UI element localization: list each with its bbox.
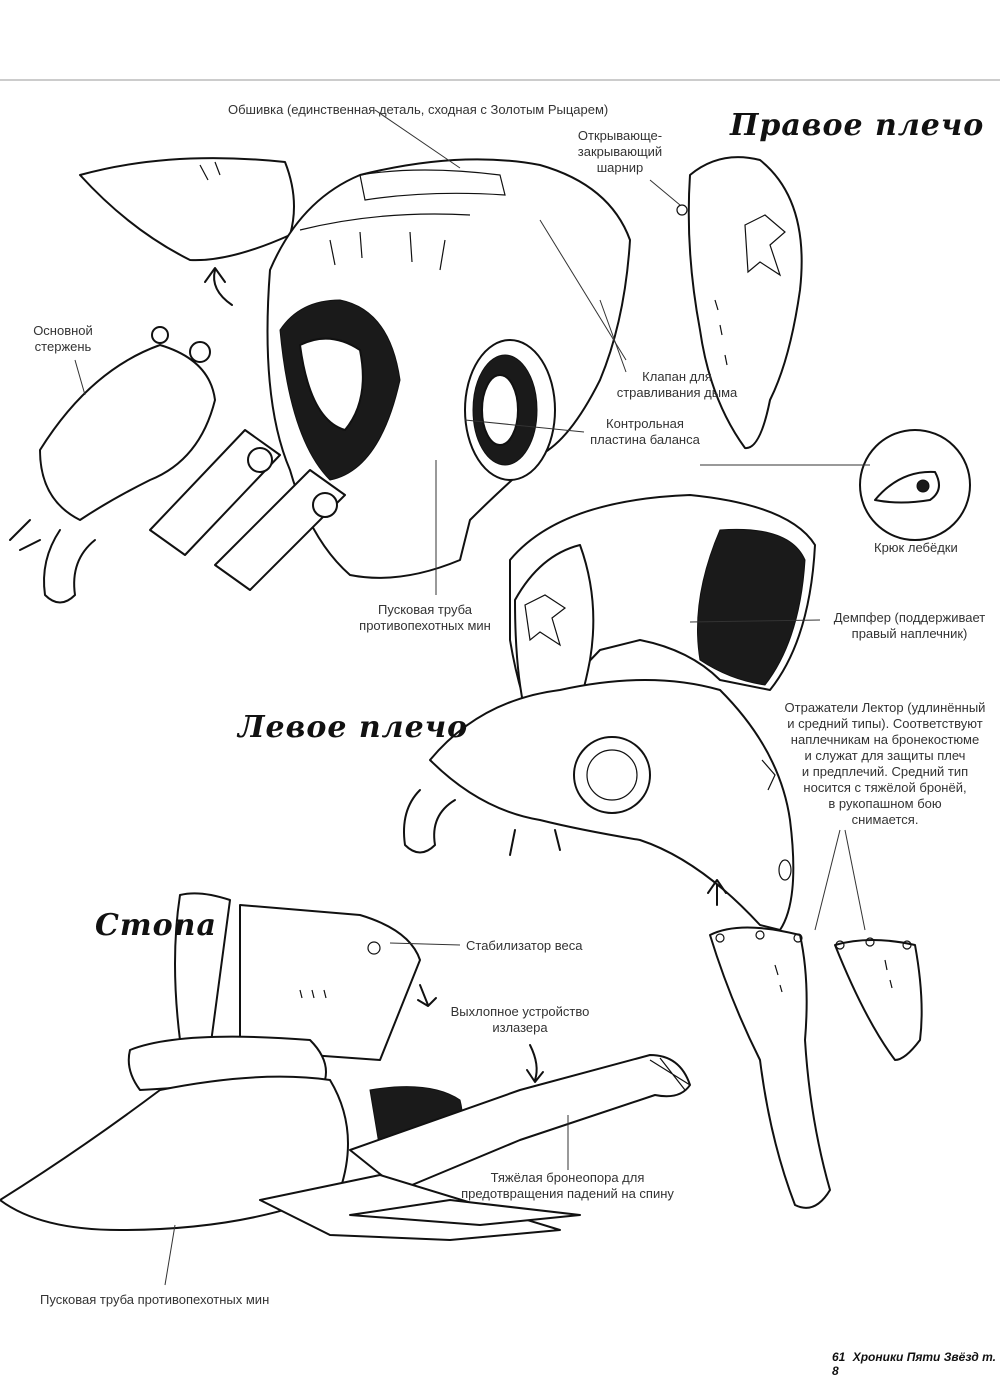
right-shoulder-assembly-drawing	[403, 494, 816, 931]
right-shoulder-plate-drawing	[676, 156, 803, 450]
series-title: Хроники Пяти Звёзд т. 8	[832, 1350, 996, 1378]
label-skin: Обшивка (единственная деталь, сходная с …	[228, 102, 609, 117]
label-main-rod: Основной стержень	[33, 323, 93, 354]
winch-hook-inset	[859, 429, 971, 541]
left-shoulder-armor-drawing	[9, 157, 631, 604]
label-reflectors: Отражатели Лектор (удлинённый и средний …	[784, 700, 986, 827]
page-footer: 61 Хроники Пяти Звёзд т. 8	[832, 1350, 1000, 1378]
label-winch-hook: Крюк лебёдки	[874, 540, 958, 555]
label-weight-stabilizer: Стабилизатор веса	[466, 938, 583, 953]
title-left-shoulder: Левое плечо	[238, 710, 469, 745]
label-hinge: Открывающе- закрывающий шарнир	[577, 128, 663, 175]
label-exhaust: Выхлопное устройство излазера	[450, 1004, 590, 1035]
reflectors-drawing	[709, 926, 923, 1209]
title-right-shoulder: Правое плечо	[730, 108, 985, 143]
page-number: 61	[832, 1350, 846, 1364]
foot-drawing	[0, 892, 691, 1241]
label-smoke-valve: Клапан для стравливания дыма	[616, 369, 738, 400]
leader-lines	[74, 109, 870, 1286]
label-mine-tube-top: Пусковая труба противопехотных мин	[359, 602, 491, 633]
label-mine-tube-bottom: Пусковая труба противопехотных мин	[40, 1292, 270, 1307]
label-heavy-support: Тяжёлая бронеопора для предотвращения па…	[461, 1170, 674, 1201]
label-balance-plate: Контрольная пластина баланса	[590, 416, 700, 447]
title-foot: Стопа	[95, 908, 217, 943]
label-damper: Демпфер (поддерживает правый наплечник)	[833, 610, 986, 641]
